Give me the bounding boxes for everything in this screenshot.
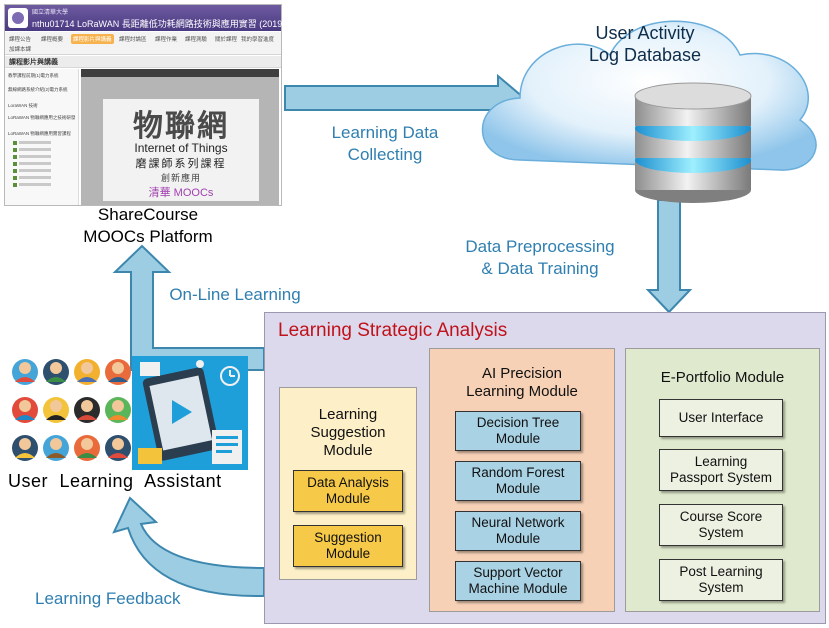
video-player-toolbar[interactable] — [81, 69, 279, 77]
course-title: nthu01714 LoRaWAN 長距離低功耗網路技術與應用實習 (2019) — [32, 19, 286, 29]
preprocess-label-line1: Data Preprocessing — [465, 237, 615, 256]
lesson-dot-icon — [13, 176, 17, 180]
lesson-dot-icon — [13, 141, 17, 145]
section-title: 課程影片與講義 — [9, 59, 58, 66]
preprocess-label-line2: & Data Training — [481, 259, 599, 278]
sidebar-item[interactable]: LoRaWAN 物聯網應用之技術研發 — [8, 115, 76, 120]
cloud-label-line1: User Activity — [595, 23, 695, 43]
online-learning-arrow — [112, 244, 265, 371]
eportfolio-module: E-Portfolio Module User Interface Learni… — [625, 348, 820, 612]
user-interface-box: User Interface — [659, 399, 783, 437]
course-sidebar: 教學課程前期(1)電力系統 無線網路系統介紹(2)電力系統 LoraWAN 技術… — [5, 69, 79, 205]
eportfolio-module-title: E-Portfolio Module — [660, 369, 785, 386]
nav-item-announcements[interactable]: 課程公告 — [9, 37, 32, 43]
cloud-label-line2: Log Database — [588, 45, 702, 65]
ai-precision-module: AI Precision Learning Module Decision Tr… — [429, 348, 615, 612]
course-nav: 課程公告 課程概要 課程影片與講義 課程討論區 課程作業 課程測驗 關於課程 我… — [5, 32, 281, 55]
video-subtitle-en: Internet of Things — [134, 141, 228, 155]
preprocess-label: Data Preprocessing & Data Training — [425, 236, 655, 280]
nav-item-overview[interactable]: 課程概要 — [41, 37, 64, 43]
platform-label: ShareCourse MOOCs Platform — [58, 204, 238, 248]
video-tagline: 創新應用 — [160, 173, 201, 183]
learning-device-icon — [132, 356, 248, 470]
lesson-dot-icon — [13, 155, 17, 159]
preprocess-arrow — [645, 199, 693, 314]
nav-item-about[interactable]: 關於課程 — [215, 37, 238, 43]
school-name: 國立清華大學 — [32, 10, 69, 16]
nav-item-quiz[interactable]: 課程測驗 — [185, 37, 208, 43]
ai-module-title: AI Precision Learning Module — [466, 365, 578, 400]
nav-item-homework[interactable]: 課程作業 — [155, 37, 178, 43]
online-learning-label: On-Line Learning — [169, 285, 301, 304]
platform-label-line1: ShareCourse — [97, 205, 199, 224]
feedback-label: Learning Feedback — [35, 589, 181, 608]
lesson-dot-icon — [13, 148, 17, 152]
video-series: 磨課師系列課程 — [135, 158, 227, 170]
assistant-label: User Learning Assistant — [8, 471, 222, 491]
video-title-card: 物聯網 Internet of Things 磨課師系列課程 創新應用 清華 M… — [103, 99, 259, 201]
suggestion-module-title: Learning Suggestion Module — [310, 406, 386, 459]
video-frame[interactable]: 物聯網 Internet of Things 磨課師系列課程 創新應用 清華 M… — [81, 77, 279, 205]
university-logo-icon — [8, 8, 28, 28]
cloud-label: User Activity Log Database — [560, 22, 730, 66]
video-title-cjk: 物聯網 — [133, 110, 229, 143]
analysis-title: Learning Strategic Analysis — [278, 320, 508, 341]
lesson-dot-icon — [13, 169, 17, 173]
collecting-label: Learning Data Collecting — [300, 122, 470, 166]
suggestion-module: Learning Suggestion Module Data Analysis… — [279, 387, 417, 580]
platform-header: 國立清華大學 nthu01714 LoRaWAN 長距離低功耗網路技術與應用實習… — [5, 5, 285, 31]
mooc-platform-screenshot: 國立清華大學 nthu01714 LoRaWAN 長距離低功耗網路技術與應用實習… — [4, 4, 285, 206]
platform-label-line2: MOOCs Platform — [83, 227, 213, 246]
lesson-dot-icon — [13, 162, 17, 166]
collecting-label-line2: Collecting — [347, 145, 423, 164]
feedback-arrow — [112, 496, 265, 598]
user-avatars-icon — [12, 359, 131, 461]
sidebar-item[interactable]: 教學課程前期(1)電力系統 — [8, 73, 59, 78]
lesson-dot-icon — [13, 183, 17, 187]
nav-item-enroll[interactable]: 加課本課 — [9, 47, 32, 53]
video-brand: 清華 MOOCs — [148, 187, 214, 199]
sidebar-item[interactable]: LoraWAN 技術 — [8, 103, 38, 108]
nav-item-videos[interactable]: 課程影片與講義 — [71, 34, 114, 44]
sidebar-item[interactable]: 無線網路系統介紹(2)電力系統 — [8, 87, 68, 92]
section-header: 課程影片與講義 — [5, 56, 281, 68]
nav-item-progress[interactable]: 我的學習進度 — [241, 37, 275, 43]
sidebar-item[interactable]: LoRaWAN 物聯網應用實習課程 — [8, 131, 71, 136]
cloud-database-icon — [481, 20, 817, 203]
nav-item-forum[interactable]: 課程討論區 — [119, 37, 147, 43]
collecting-label-line1: Learning Data — [331, 123, 439, 142]
